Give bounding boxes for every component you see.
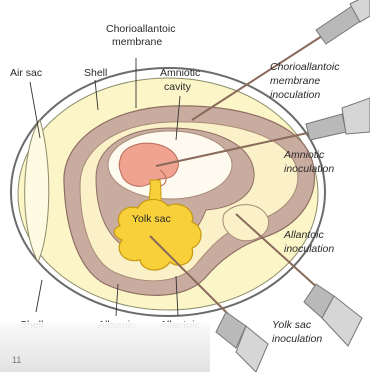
label-shell-top: Shell (84, 67, 107, 79)
label-yolk-sac: Yolk sac (132, 213, 171, 225)
yolk-sac (114, 199, 201, 270)
label-chorioallantoic-membrane-2: membrane (112, 36, 162, 48)
label-amniotic-cavity-1: Amniotic (160, 67, 200, 79)
corner-mark: 11 (12, 355, 21, 365)
label-allantoic-inoculation-1: Allantoic (283, 229, 324, 241)
corner-overlay (0, 322, 210, 372)
label-amniotic-inoculation-1: Amniotic (283, 149, 325, 161)
label-yolk-inoculation-2: inoculation (272, 333, 322, 345)
label-amniotic-cavity-2: cavity (164, 81, 192, 93)
label-chorioallantoic-membrane-1: Chorioallantoic (106, 23, 175, 35)
cam-syringe (192, 0, 370, 120)
label-amniotic-inoculation-2: inoculation (284, 163, 334, 175)
label-yolk-inoculation-1: Yolk sac (272, 319, 312, 331)
label-air-sac: Air sac (10, 67, 42, 79)
label-cam-inoculation-2: membrane (270, 75, 320, 87)
label-cam-inoculation-1: Chorioallantoic (270, 61, 340, 73)
label-allantoic-inoculation-2: inoculation (284, 243, 334, 255)
label-cam-inoculation-3: inoculation (270, 89, 320, 101)
